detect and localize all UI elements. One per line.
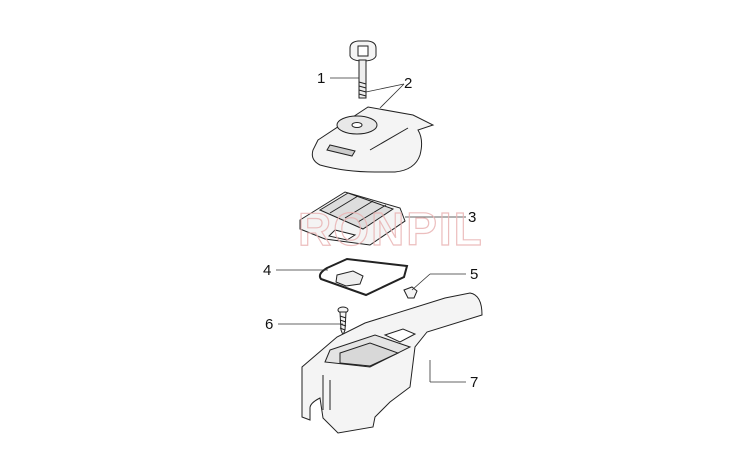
callout-6: 6	[265, 316, 274, 333]
callout-7: 7	[470, 374, 479, 391]
part-1-knob-bolt	[349, 40, 377, 99]
part-6-screw	[337, 306, 349, 337]
callout-1: 1	[317, 70, 326, 87]
part-3-filter-element	[299, 191, 406, 246]
part-2-filter-cover	[311, 106, 435, 173]
callout-3: 3	[468, 209, 477, 226]
part-5-clip	[403, 286, 418, 299]
part-7-housing	[301, 292, 483, 434]
callout-2: 2	[404, 75, 413, 92]
callout-5: 5	[470, 266, 479, 283]
callout-4: 4	[263, 262, 272, 279]
part-4-gasket	[318, 257, 409, 297]
leader-lines	[276, 77, 466, 383]
watermark: RONPIL	[297, 202, 484, 255]
